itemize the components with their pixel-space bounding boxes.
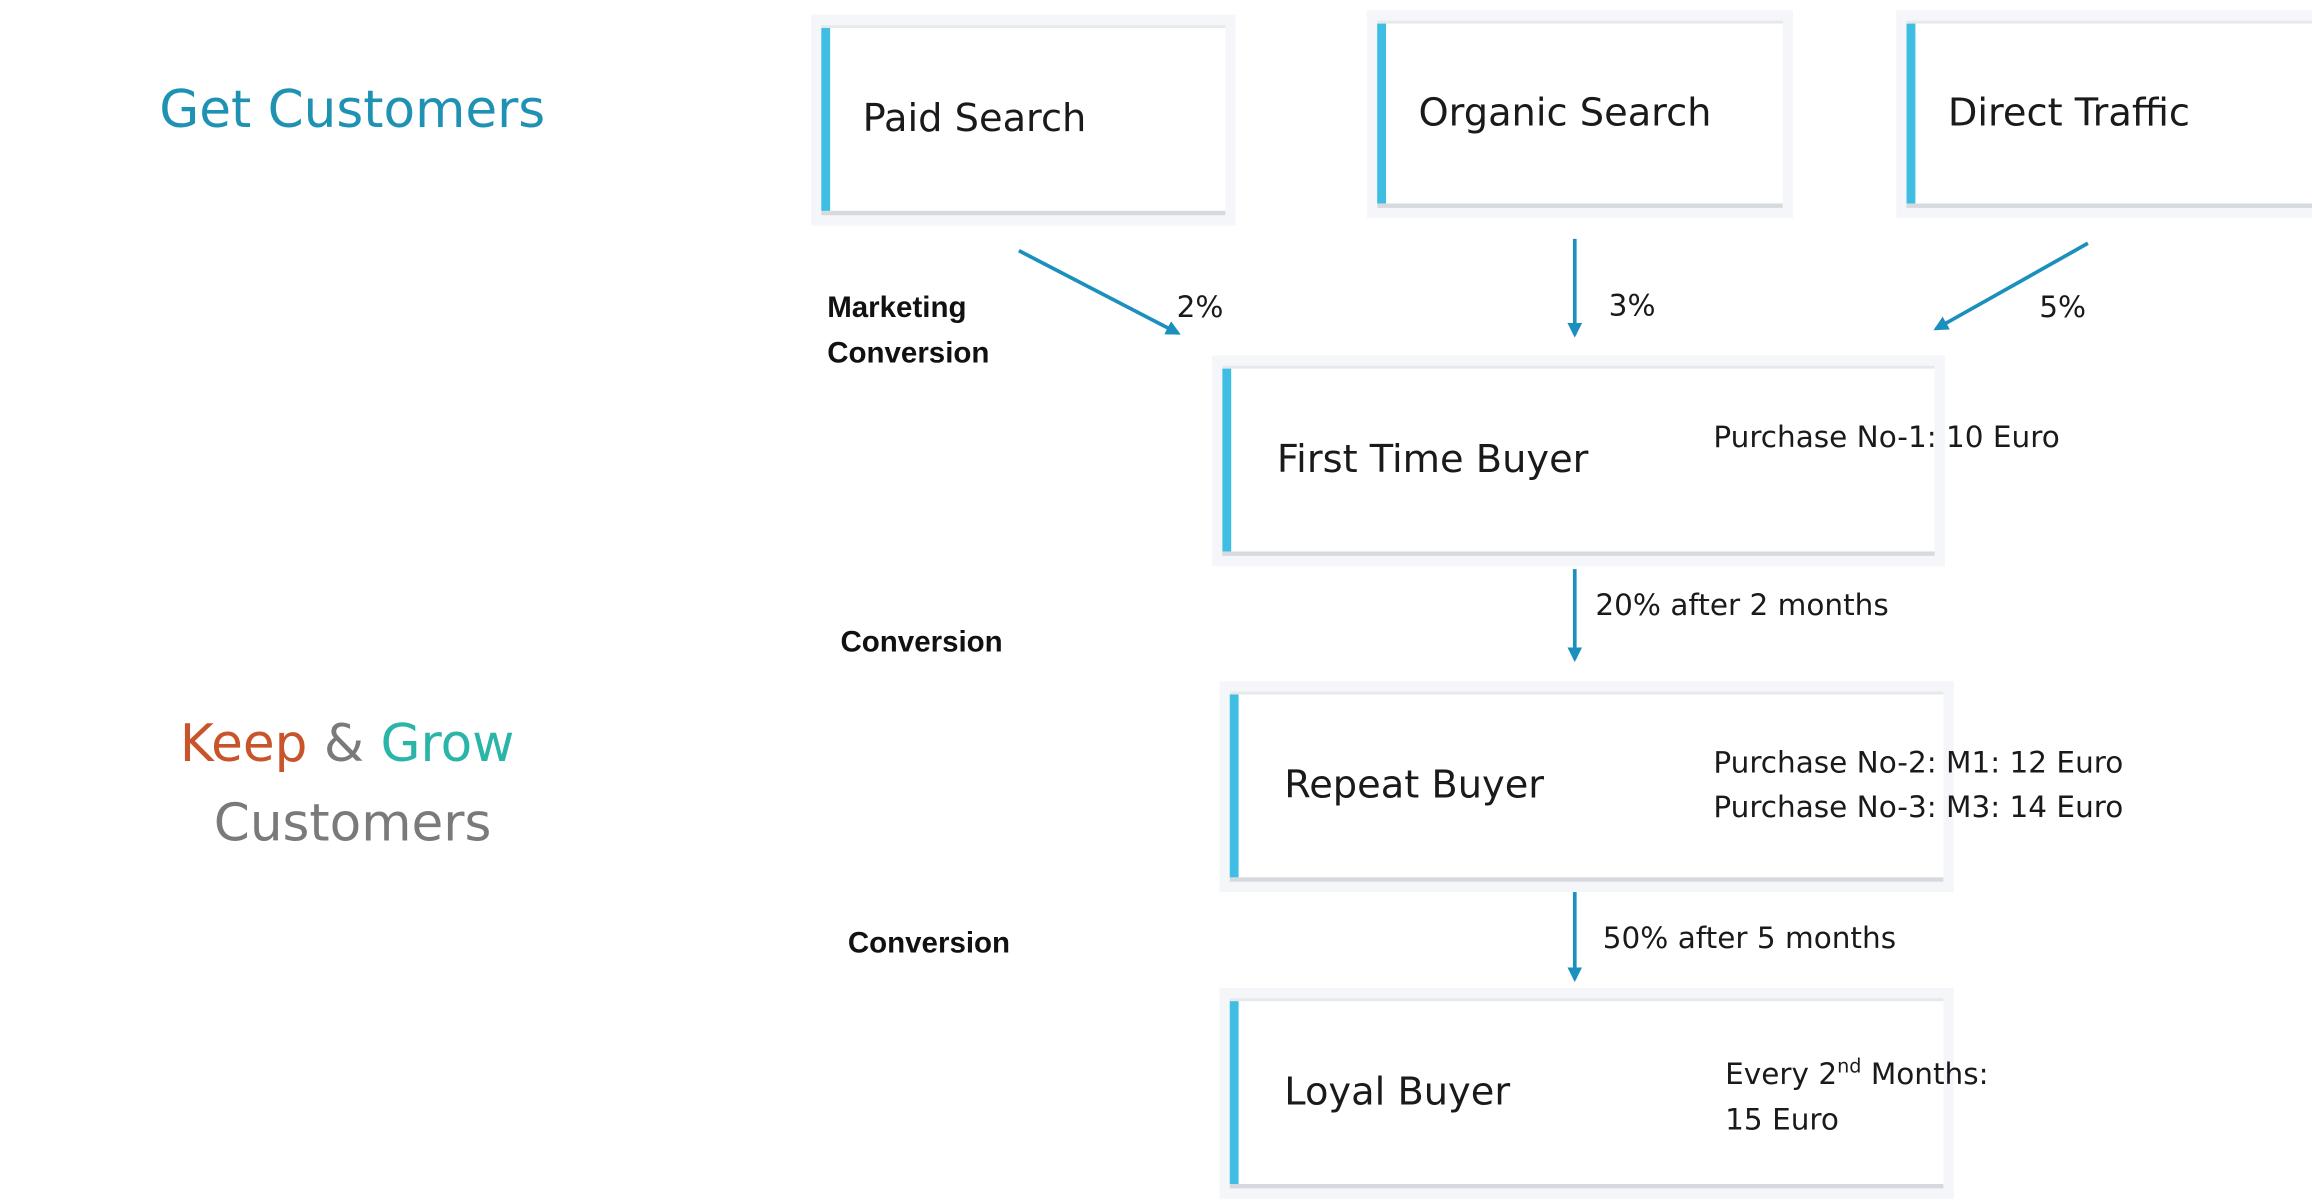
accent-bar <box>1229 694 1239 878</box>
amp-word: & <box>323 715 365 775</box>
arrow-paid-to-first <box>1018 249 1181 335</box>
customers-heading: Customers <box>213 794 492 854</box>
source-box-direct-traffic: Direct Traffic <box>1906 20 2312 208</box>
stage-box-loyal-buyer: Loyal Buyer <box>1229 998 1944 1189</box>
loyal-detail-prefix: Every 2 <box>1725 1055 1838 1092</box>
loyal-detail-suffix: Months: <box>1861 1055 1989 1092</box>
repeat-purchase-detail-1: Purchase No-2: M1: 12 Euro <box>1713 744 2124 781</box>
source-label: Direct Traffic <box>1947 91 2190 136</box>
grow-word: Grow <box>380 715 515 775</box>
keep-word: Keep <box>179 715 308 775</box>
stage-label: Loyal Buyer <box>1284 1070 1511 1115</box>
source-label: Organic Search <box>1418 91 1712 136</box>
stage-label: First Time Buyer <box>1276 437 1589 483</box>
loyal-detail-sup: nd <box>1837 1056 1862 1079</box>
loyal-purchase-detail-1: Every 2nd Months: <box>1725 1051 1988 1095</box>
stage-label: Repeat Buyer <box>1284 763 1545 809</box>
rate-organic-search: 3% <box>1608 287 1656 323</box>
accent-bar <box>1906 23 1916 204</box>
conversion-label-2: Conversion <box>840 626 1003 660</box>
marketing-label: Marketing <box>827 291 967 325</box>
marketing-conversion-label: Conversion <box>827 337 990 371</box>
loyal-purchase-detail-2: 15 Euro <box>1725 1101 1839 1137</box>
accent-bar <box>1222 368 1232 552</box>
accent-bar <box>1229 1001 1239 1185</box>
stage-box-repeat-buyer: Repeat Buyer <box>1229 691 1944 882</box>
accent-bar <box>821 28 831 211</box>
rate-paid-search: 2% <box>1176 289 1224 325</box>
accent-bar <box>1377 23 1387 204</box>
get-customers-heading: Get Customers <box>159 81 546 141</box>
transition-repeat-to-loyal: 50% after 5 months <box>1602 920 1897 956</box>
source-label: Paid Search <box>862 97 1087 142</box>
keep-grow-heading: Keep & Grow <box>180 714 515 776</box>
source-box-organic-search: Organic Search <box>1377 20 1783 208</box>
rate-direct-traffic: 5% <box>2039 289 2087 325</box>
arrow-direct-to-first <box>1933 241 2089 331</box>
first-time-purchase-detail: Purchase No-1: 10 Euro <box>1713 418 2060 455</box>
repeat-purchase-detail-2: Purchase No-3: M3: 14 Euro <box>1713 788 2124 825</box>
transition-first-to-repeat: 20% after 2 months <box>1595 586 1889 623</box>
stage-box-first-time-buyer: First Time Buyer <box>1222 365 1935 556</box>
source-box-paid-search: Paid Search <box>821 25 1226 216</box>
conversion-label-3: Conversion <box>847 927 1011 960</box>
